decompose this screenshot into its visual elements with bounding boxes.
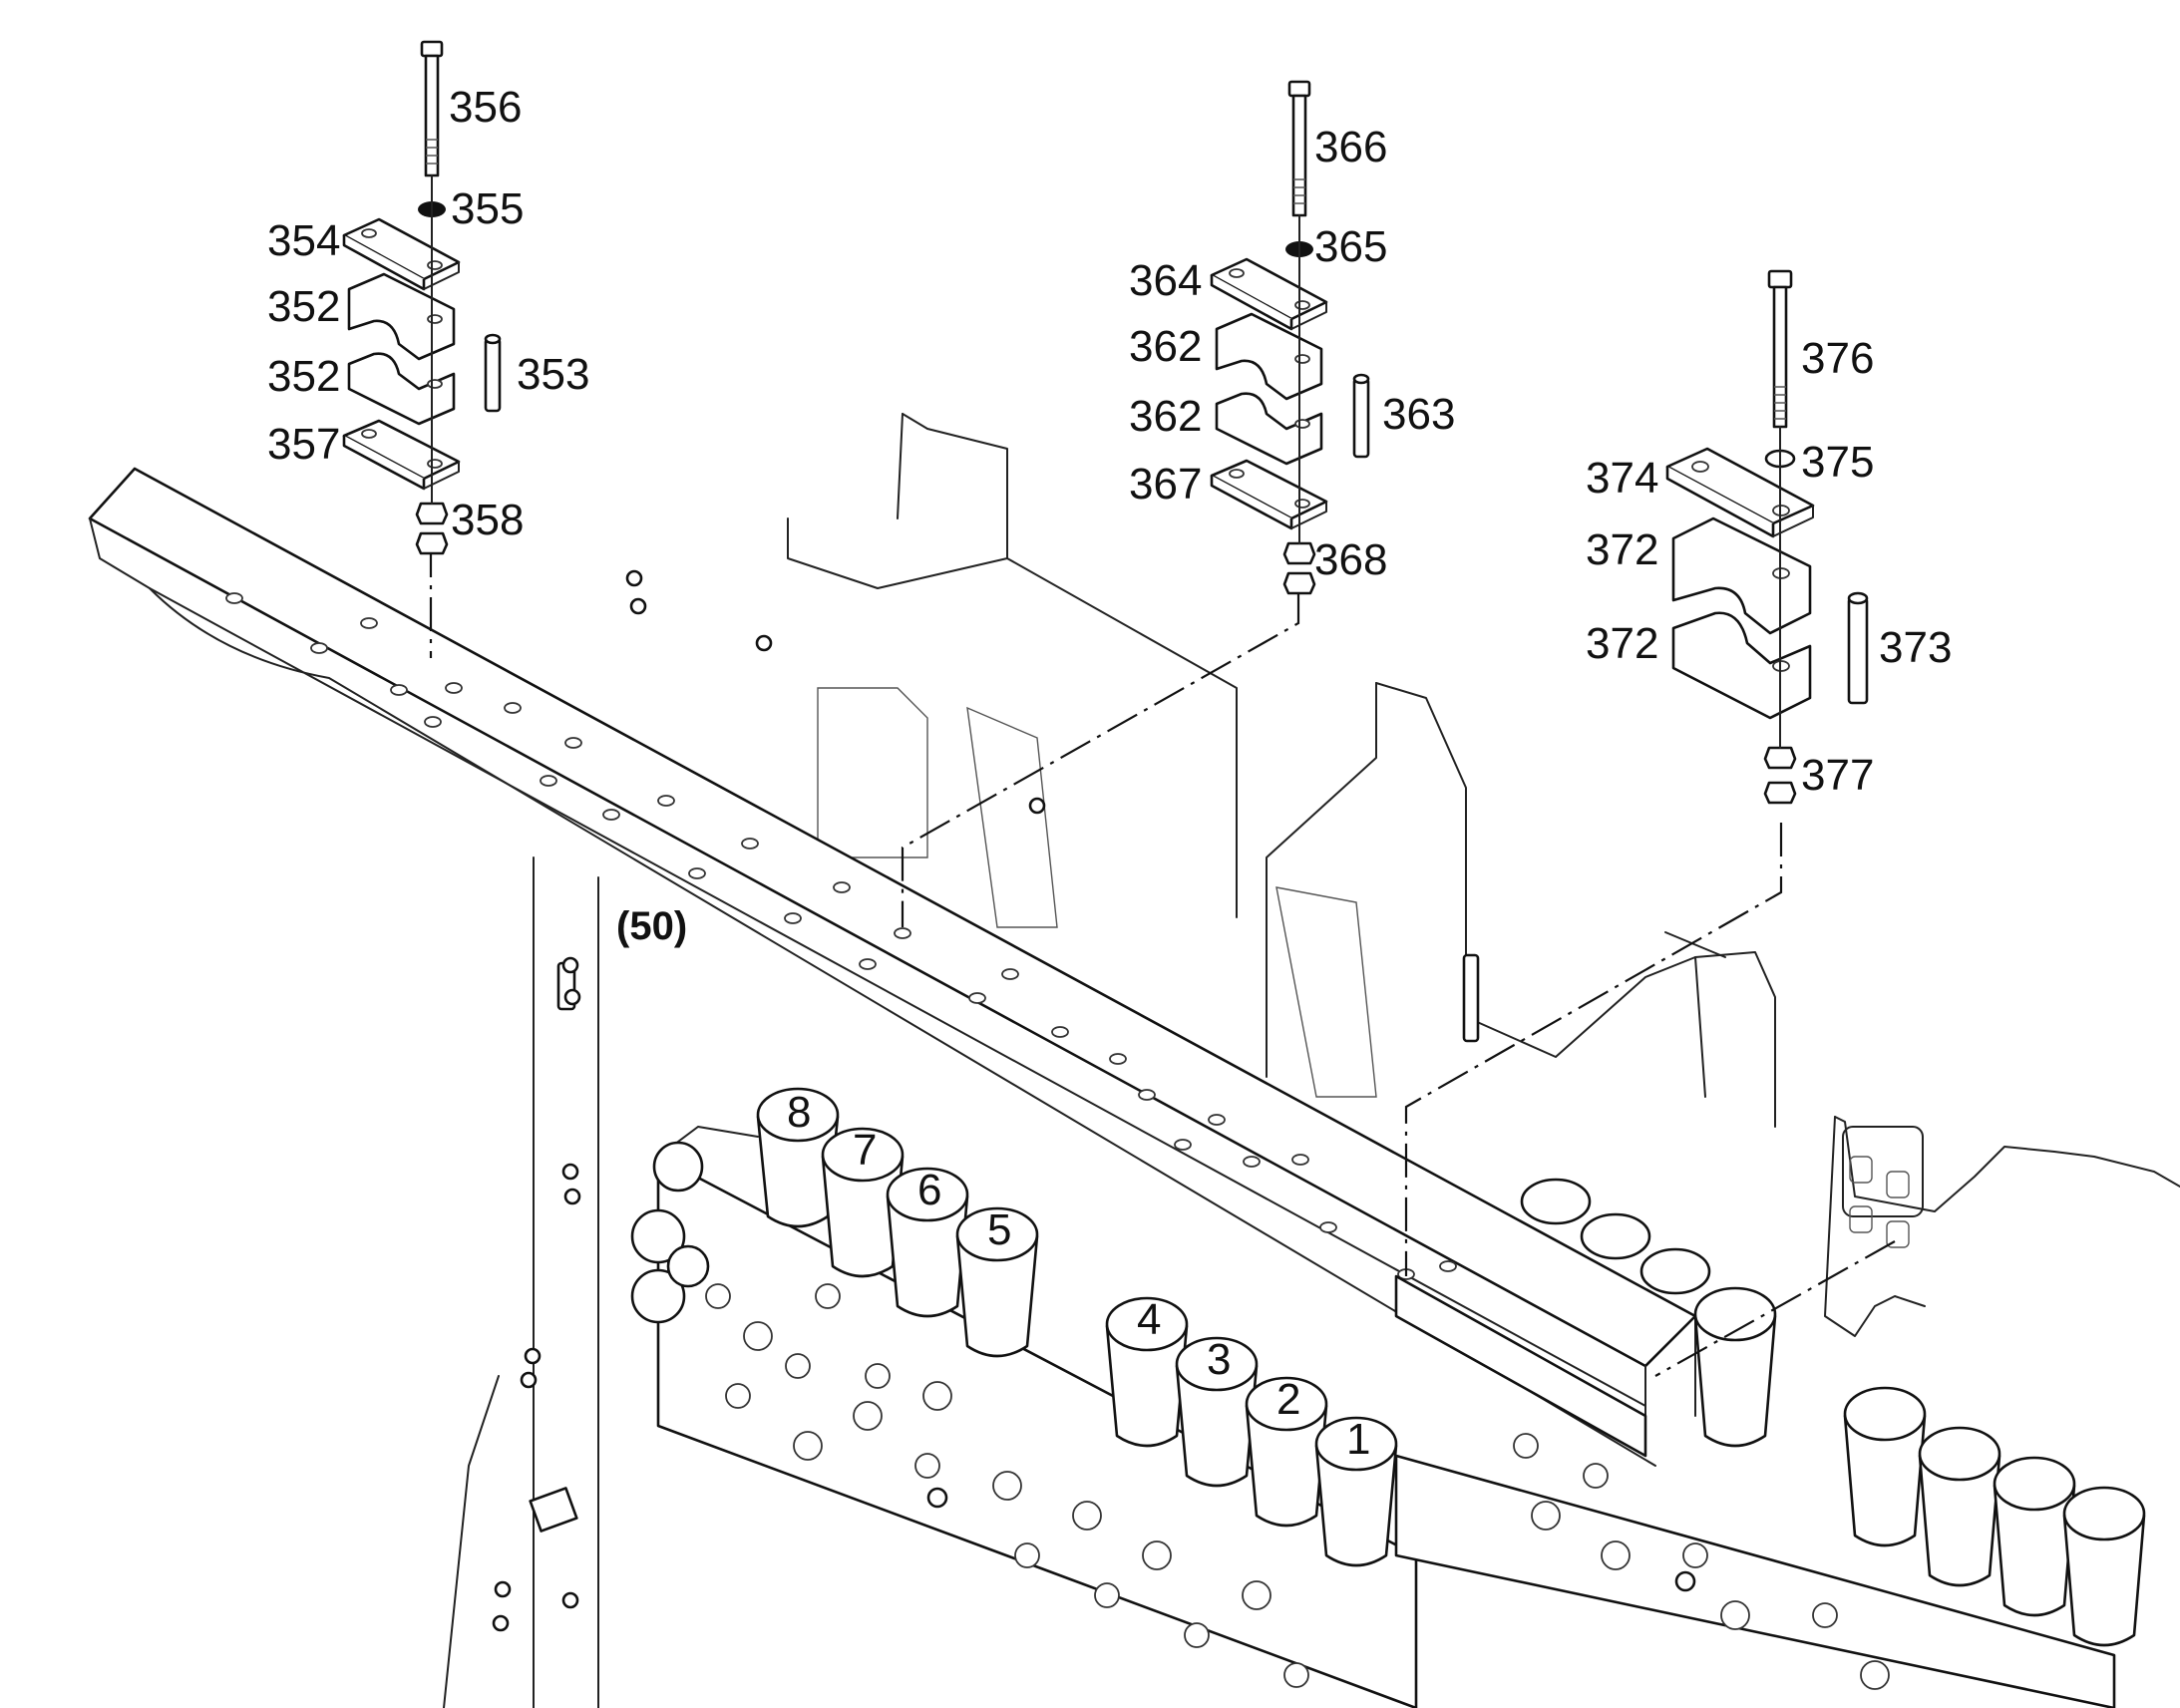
clamp-half-372-bottom (1671, 611, 1812, 720)
solenoid-coil: 7 (821, 1126, 905, 1278)
plate-374 (1665, 447, 1815, 538)
callout-356: 356 (449, 83, 522, 132)
assembly-leaders (429, 543, 1896, 1377)
callout-362-top: 362 (1129, 322, 1202, 371)
clamp-half-372-top (1671, 516, 1812, 635)
plate-357 (342, 419, 461, 491)
callout-357: 357 (267, 420, 340, 469)
solenoid-coil (1520, 1178, 1592, 1225)
callout-362-bottom: 362 (1129, 392, 1202, 441)
clamp-set-360 (1210, 80, 1370, 595)
plate-367 (1210, 459, 1328, 530)
bolt-376 (1767, 269, 1793, 429)
bolt-366 (1287, 80, 1311, 217)
callout-366: 366 (1314, 123, 1387, 171)
nuts-358 (415, 502, 449, 555)
callout-372-bottom: 372 (1586, 619, 1658, 668)
solenoid-coil: 6 (886, 1166, 969, 1318)
callout-352-top: 352 (267, 282, 340, 331)
plate-354 (342, 217, 461, 291)
callout-368: 368 (1314, 535, 1387, 584)
pin-353 (484, 333, 502, 413)
valve-label: 4 (1137, 1295, 1161, 1344)
machine-frame (443, 413, 2180, 1708)
callout-376: 376 (1801, 334, 1874, 383)
solenoid-coil (1580, 1212, 1651, 1260)
solenoid-coil: 1 (1314, 1415, 1398, 1567)
callout-355: 355 (451, 184, 524, 233)
callout-367: 367 (1129, 460, 1202, 509)
solenoid-coil (1693, 1286, 1777, 1448)
solenoid-coil (1918, 1426, 2001, 1587)
solenoid-coil: 2 (1245, 1375, 1328, 1528)
solenoid-coil: 3 (1175, 1335, 1259, 1488)
solenoid-coil: 8 (756, 1087, 840, 1228)
solenoid-coil: 4 (1105, 1295, 1189, 1448)
callout-365: 365 (1314, 222, 1387, 271)
clamp-half-352-top (347, 272, 456, 361)
valve-label: 6 (917, 1166, 941, 1214)
clamp-half-362-top (1215, 312, 1323, 401)
clamp-half-352-bottom (347, 352, 456, 426)
clamp-set-350 (342, 40, 502, 555)
nuts-377 (1763, 746, 1797, 805)
solenoid-coil (2062, 1486, 2146, 1647)
clamp-half-362-bottom (1215, 392, 1323, 466)
pin-373 (1847, 591, 1869, 705)
solenoid-coil (1993, 1456, 2076, 1617)
callout-373: 373 (1879, 623, 1952, 672)
callout-364: 364 (1129, 256, 1202, 305)
callout-375: 375 (1801, 438, 1874, 487)
nuts-368 (1282, 541, 1316, 595)
callout-374: 374 (1586, 454, 1658, 503)
callout-labels: 356 355 354 352 352 353 357 358 366 365 … (267, 83, 1952, 948)
callout-363: 363 (1382, 390, 1455, 439)
fittings (492, 569, 1696, 1632)
solenoid-coil (1843, 1386, 1927, 1547)
callout-377: 377 (1801, 751, 1874, 800)
assembly-reference: (50) (616, 904, 687, 948)
callout-353: 353 (517, 350, 589, 399)
callout-354: 354 (267, 216, 340, 265)
valve-label: 5 (987, 1205, 1011, 1254)
pin-363 (1352, 373, 1370, 459)
solenoid-coil (1639, 1247, 1711, 1295)
valve-label: 1 (1346, 1415, 1370, 1464)
callout-352-bottom: 352 (267, 352, 340, 401)
bolt-356 (420, 40, 444, 177)
plate-364 (1210, 257, 1328, 331)
solenoid-coil: 5 (955, 1205, 1039, 1358)
callout-358: 358 (451, 496, 524, 544)
solenoid-coils-left: 8 7 6 5 4 3 2 (756, 1087, 1398, 1567)
valve-label: 2 (1276, 1375, 1300, 1424)
clamp-set-370 (1665, 269, 1869, 805)
valve-label: 3 (1207, 1335, 1231, 1384)
manifold-ports (705, 1283, 1890, 1690)
callout-372-top: 372 (1586, 525, 1658, 574)
valve-manifold (630, 1126, 2116, 1708)
valve-label: 7 (853, 1126, 877, 1175)
valve-label: 8 (787, 1088, 811, 1137)
solenoid-coils-right (1520, 1178, 2146, 1647)
beam-holes (225, 592, 1457, 1280)
